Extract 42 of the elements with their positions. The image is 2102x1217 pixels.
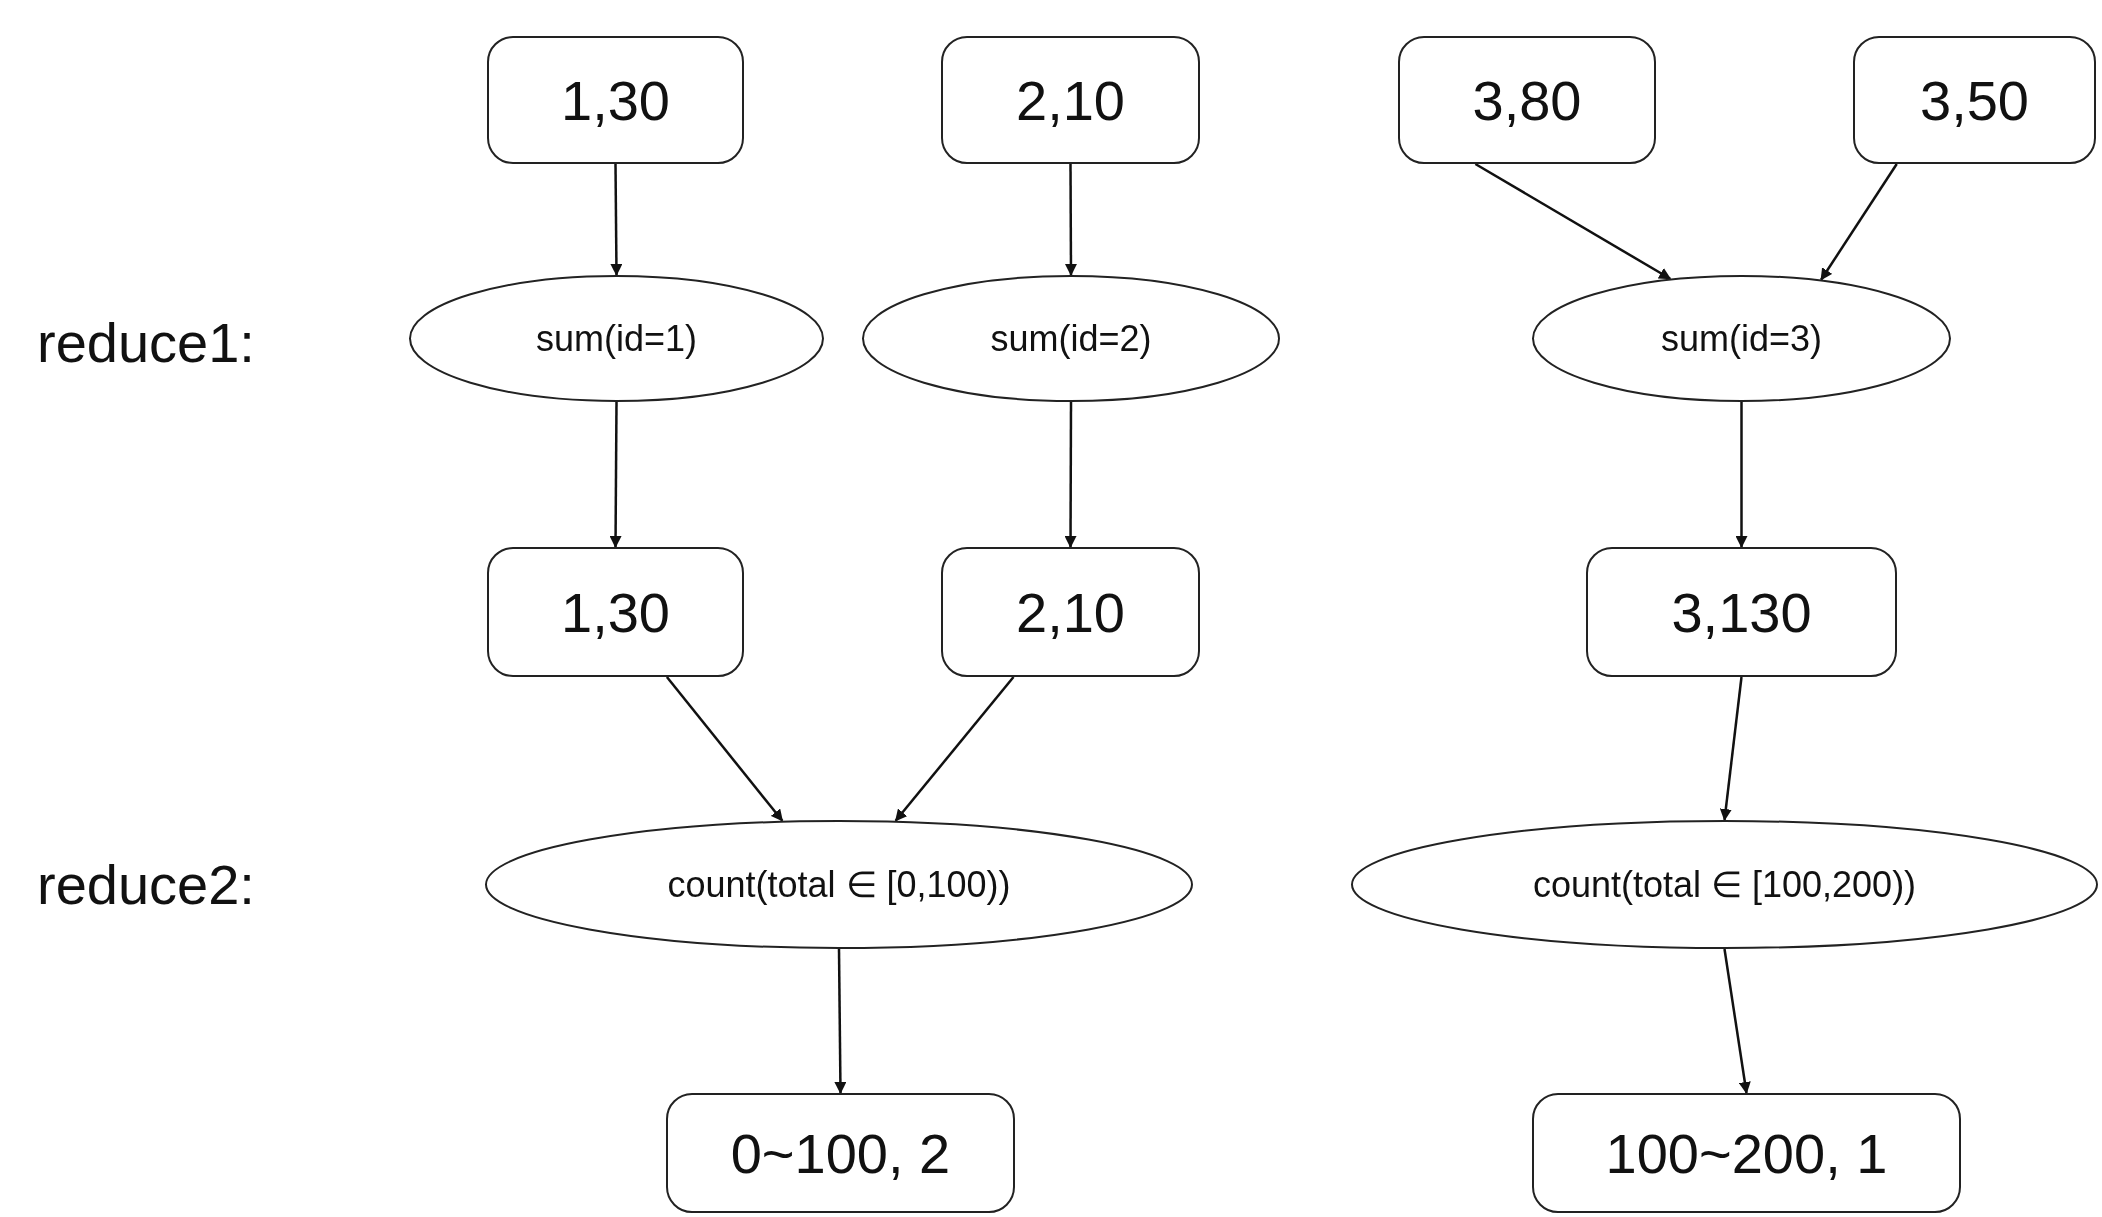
node-label: count(total ∈ [100,200)) [1532, 863, 1917, 906]
process-ellipse [1351, 820, 2098, 949]
arrow [1064, 402, 1077, 548]
data-box [666, 1093, 1015, 1213]
arrow [609, 402, 622, 548]
arrow [1820, 163, 1898, 281]
node-label: 0~100, 2 [730, 1120, 951, 1186]
stage-label: reduce2: [37, 852, 255, 917]
arrow [834, 949, 847, 1094]
process-ellipse [862, 275, 1280, 402]
arrow [1064, 164, 1077, 276]
node-label: 3,130 [1671, 579, 1812, 645]
node-label: count(total ∈ [0,100)) [667, 863, 1011, 906]
arrow [665, 676, 784, 822]
arrow [1723, 948, 1751, 1094]
node-label: sum(id=2) [990, 317, 1152, 360]
arrow [610, 164, 623, 276]
node-label: 3,80 [1472, 67, 1582, 133]
arrow [894, 676, 1015, 822]
node-label: 1,30 [561, 67, 670, 133]
data-box [941, 547, 1200, 677]
data-box [1398, 36, 1656, 164]
node-label: 100~200, 1 [1605, 1120, 1888, 1186]
node-label: 1,30 [561, 579, 670, 645]
data-box [487, 36, 744, 164]
stage-label: reduce1: [37, 310, 255, 375]
node-label: 2,10 [1016, 579, 1125, 645]
process-ellipse [485, 820, 1193, 949]
data-box [487, 547, 744, 677]
arrow [1474, 162, 1672, 280]
node-label: 2,10 [1016, 67, 1125, 133]
arrow [1735, 402, 1748, 548]
data-box [941, 36, 1200, 164]
data-box [1532, 1093, 1961, 1213]
process-ellipse [1532, 275, 1951, 402]
node-label: sum(id=1) [535, 317, 698, 360]
data-box [1853, 36, 2096, 164]
data-box [1586, 547, 1897, 677]
node-label: sum(id=3) [1660, 317, 1823, 360]
node-label: 3,50 [1920, 67, 2029, 133]
arrow [1719, 676, 1743, 821]
process-ellipse [409, 275, 824, 402]
